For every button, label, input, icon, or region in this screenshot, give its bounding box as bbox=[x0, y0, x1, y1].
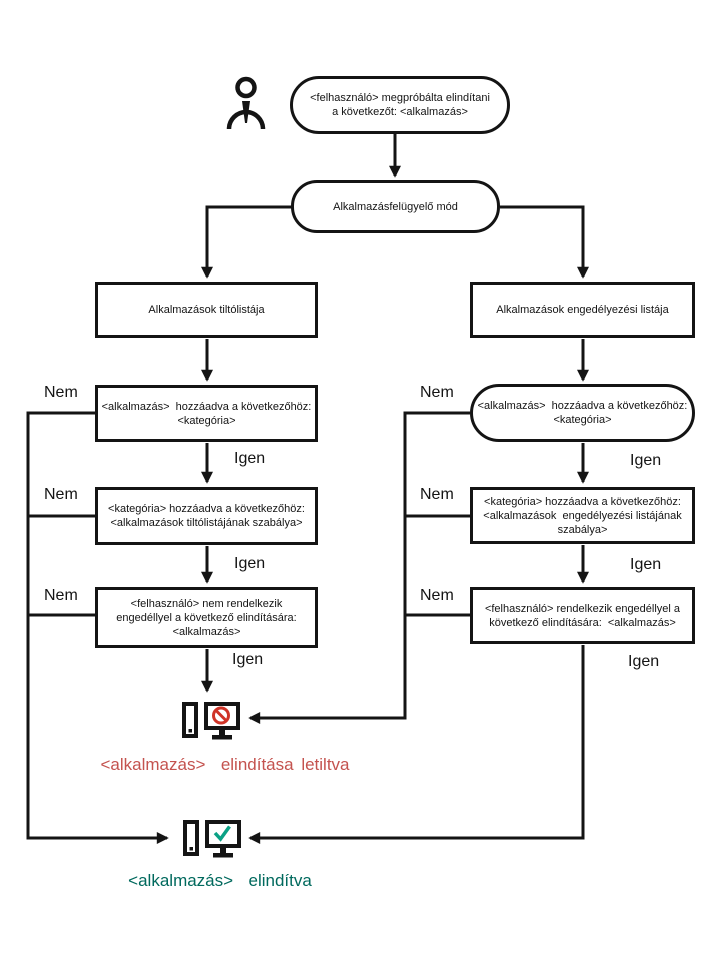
monitor-blocked-icon bbox=[182, 702, 240, 740]
node-text-line: Alkalmazásfelügyelő mód bbox=[333, 200, 458, 213]
no-label: Nem bbox=[44, 384, 78, 401]
node-text-line: <alkalmazások engedélyezési listájának bbox=[483, 509, 682, 522]
allow-user-permission-node: <felhasználó> rendelkezik engedéllyel a … bbox=[470, 587, 695, 644]
node-text-line: <kategória> bbox=[553, 414, 612, 426]
node-text-line: <kategória> bbox=[177, 414, 236, 427]
yes-label: Igen bbox=[628, 653, 660, 670]
yes-label: Igen bbox=[232, 651, 264, 668]
blocked-result-text: <alkalmazás> elindítása letiltva bbox=[100, 755, 350, 774]
deny-user-permission-node: <felhasználó> nem rendelkezik engedéllye… bbox=[95, 587, 318, 648]
node-text-line: a következőt: <alkalmazás> bbox=[332, 106, 468, 118]
node-text-line: <alkalmazás> hozzáadva a következőhöz: bbox=[101, 400, 312, 413]
allowlist-node: Alkalmazások engedélyezési listája bbox=[470, 282, 695, 338]
deny-category-rule-node: <kategória> hozzáadva a következőhöz: <a… bbox=[95, 487, 318, 545]
yes-label: Igen bbox=[234, 555, 266, 572]
checkmark-icon bbox=[213, 825, 231, 842]
node-text-line: <alkalmazás> hozzáadva a következőhöz: bbox=[477, 400, 688, 412]
node-text-line: következő elindítására: <alkalmazás> bbox=[489, 616, 676, 629]
monitor-allowed-icon bbox=[183, 820, 241, 858]
yes-label: Igen bbox=[630, 452, 662, 469]
mode-node: Alkalmazásfelügyelő mód bbox=[291, 180, 500, 233]
node-text-line: <kategória> hozzáadva a következőhöz: bbox=[484, 495, 681, 508]
user-icon bbox=[226, 76, 266, 130]
node-text-line: <alkalmazások tiltólistájának szabálya> bbox=[110, 517, 303, 529]
no-label: Nem bbox=[44, 486, 78, 503]
node-text-line: Alkalmazások engedélyezési listája bbox=[496, 304, 669, 316]
allowed-result-text: <alkalmazás> elindítva bbox=[128, 871, 312, 890]
node-text-line: <felhasználó> megpróbálta elindítani bbox=[310, 92, 490, 104]
yes-label: Igen bbox=[630, 556, 662, 573]
allow-category-rule-node: <kategória> hozzáadva a következőhöz: <a… bbox=[470, 487, 695, 544]
no-label: Nem bbox=[44, 587, 78, 604]
no-label: Nem bbox=[420, 486, 454, 503]
no-label: Nem bbox=[420, 587, 454, 604]
denylist-node: Alkalmazások tiltólistája bbox=[95, 282, 318, 338]
deny-app-category-node: <alkalmazás> hozzáadva a következőhöz: <… bbox=[95, 385, 318, 442]
node-text-line: <felhasználó> rendelkezik engedéllyel a bbox=[484, 602, 681, 615]
node-text-line: szabálya> bbox=[557, 523, 608, 536]
start-node: <felhasználó> megpróbálta elindítani a k… bbox=[290, 76, 510, 134]
prohibition-sign-icon bbox=[212, 706, 230, 725]
no-label: Nem bbox=[420, 384, 454, 401]
node-text-line: <kategória> hozzáadva a következőhöz: bbox=[108, 503, 305, 515]
node-text-line: <felhasználó> nem rendelkezik bbox=[130, 597, 283, 610]
yes-label: Igen bbox=[234, 450, 266, 467]
node-text-line: engedéllyel a következő elindítására: bbox=[116, 611, 297, 624]
node-text-line: <alkalmazás> bbox=[172, 625, 241, 638]
node-text-line: Alkalmazások tiltólistája bbox=[148, 304, 265, 316]
allow-app-category-node: <alkalmazás> hozzáadva a következőhöz: <… bbox=[470, 384, 695, 442]
